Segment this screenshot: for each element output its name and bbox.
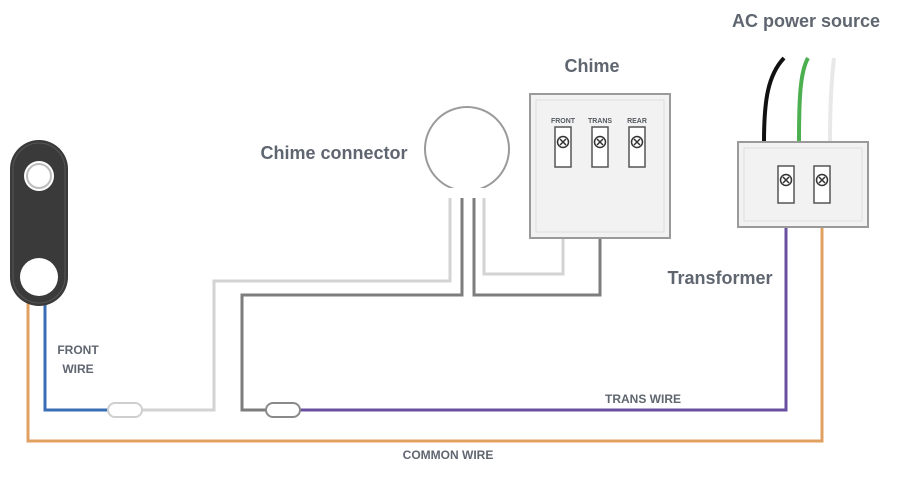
- chime-terminal-label-rear: REAR: [627, 118, 647, 125]
- ac-white-wire: [828, 57, 836, 143]
- screw-terminal-icon: [777, 165, 795, 204]
- ac-power-source-label: AC power source: [732, 11, 880, 31]
- screw-terminal-icon: [554, 126, 572, 168]
- common-wire-label: COMMON WIRE: [403, 448, 494, 462]
- connector-dark-wire: [240, 195, 464, 412]
- chime-terminal-label-front: FRONT: [551, 118, 576, 125]
- front-wire: [43, 305, 110, 412]
- transformer-label: Transformer: [667, 268, 772, 288]
- screw-terminal-icon: [628, 126, 646, 168]
- front-wire-label-line1: FRONT: [57, 343, 99, 357]
- trans-wire-label: TRANS WIRE: [605, 392, 681, 406]
- chime-label: Chime: [564, 56, 619, 76]
- wire-nut-icon: [107, 402, 143, 418]
- connector-light-wire: [140, 195, 452, 412]
- common-wire: [26, 203, 824, 443]
- front-wire-label-line2: WIRE: [62, 362, 93, 376]
- screw-terminal-icon: [813, 165, 831, 204]
- transformer-box: [737, 141, 869, 228]
- ac-black-wire: [762, 56, 786, 143]
- doorbell-icon: [10, 140, 68, 306]
- chime-connector-icon: [424, 106, 510, 192]
- ac-green-wire: [797, 57, 810, 143]
- wire-nut-icon: [265, 402, 301, 418]
- chime-terminal-label-trans: TRANS: [588, 118, 612, 125]
- trans-wire: [300, 203, 788, 412]
- chime-connector-label: Chime connector: [260, 143, 407, 163]
- chime-connector-stub: [446, 188, 488, 198]
- screw-terminal-icon: [591, 126, 609, 168]
